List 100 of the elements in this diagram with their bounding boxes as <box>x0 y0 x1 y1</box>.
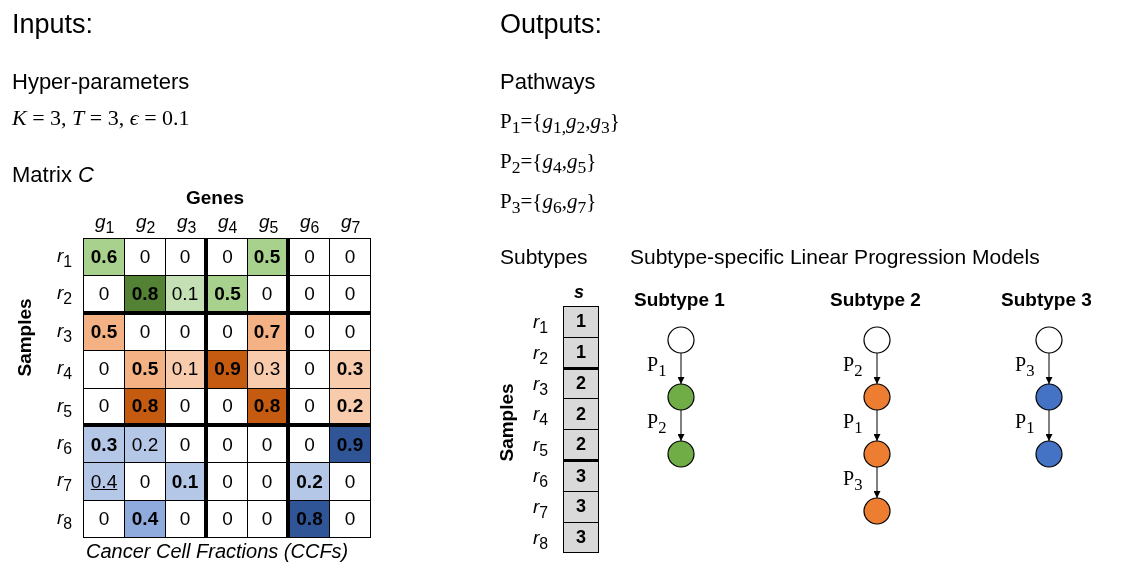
table-cell: 2 <box>563 429 599 461</box>
table-cell: 0.8 <box>288 499 330 539</box>
column-label: g$_{2}$ <box>136 212 156 237</box>
state-circle <box>1035 383 1063 411</box>
arrow <box>873 409 881 442</box>
table-cell: 0 <box>206 238 248 277</box>
table-cell: 0.1 <box>165 275 207 314</box>
arrow <box>873 352 881 385</box>
state-circle <box>1035 440 1063 468</box>
state-circle <box>1035 326 1063 354</box>
column-heading: Subtype 2 <box>830 290 921 311</box>
table-cell: 0 <box>247 425 289 464</box>
edge-label: P$_{3}$ <box>1015 352 1035 380</box>
table-cell: 0 <box>83 387 125 426</box>
section-subheading: Matrix C <box>12 163 94 188</box>
state-circle <box>863 326 891 354</box>
table-cell: 0.2 <box>288 462 330 501</box>
table-cell: 0.8 <box>124 275 166 314</box>
table-cell: 0.5 <box>83 312 125 352</box>
table-cell: 0 <box>206 312 248 352</box>
section-subheading: Hyper-parameters <box>12 70 190 95</box>
row-label: r$_{5}$ <box>533 435 549 460</box>
table-cell: 0 <box>83 499 125 539</box>
section-subheading: Subtype-specific Linear Progression Models <box>630 245 1040 269</box>
row-label: r$_{3}$ <box>57 320 73 345</box>
arrow <box>1045 409 1053 442</box>
table-cell: 0 <box>206 499 248 539</box>
edge-label: P$_{3}$ <box>843 466 863 494</box>
column-heading: Subtype 3 <box>1001 290 1092 311</box>
row-label: r$_{4}$ <box>533 404 549 429</box>
table-cell: 0.4 <box>124 499 166 539</box>
column-label: g$_{6}$ <box>300 212 320 237</box>
table-cell: 0 <box>288 387 330 426</box>
edge-label: P$_{1}$ <box>1015 409 1035 437</box>
formula-text: K = 3, T = 3, ϵ = 0.1 <box>12 106 190 131</box>
row-label: r$_{8}$ <box>57 507 73 532</box>
column-label: g$_{1}$ <box>95 212 115 237</box>
row-label: r$_{1}$ <box>533 312 549 337</box>
table-cell: 0.3 <box>83 425 125 464</box>
axis-title: Samples <box>14 298 36 377</box>
edge-label: P$_{1}$ <box>647 352 667 380</box>
state-circle <box>667 383 695 411</box>
column-label: g$_{4}$ <box>218 212 238 237</box>
table-cell: 2 <box>563 367 599 400</box>
table-cell: 2 <box>563 398 599 431</box>
section-subheading: Subtypes <box>500 245 588 269</box>
row-label: r$_{1}$ <box>57 246 73 271</box>
section-heading: Inputs: <box>12 10 94 40</box>
formula-text: P$_{1}$={g$_{1,}$g$_{2}$,g$_{3}$} <box>500 110 620 138</box>
table-cell: 0 <box>165 312 207 352</box>
table-cell: 0.6 <box>83 238 125 277</box>
table-cell: 3 <box>563 521 599 554</box>
table-cell: 3 <box>563 460 599 492</box>
table-cell: 0 <box>165 387 207 426</box>
column-label: g$_{7}$ <box>341 212 361 237</box>
row-label: r$_{4}$ <box>57 358 73 383</box>
table-cell: 0 <box>329 238 371 277</box>
table-cell: 1 <box>563 336 599 369</box>
arrow <box>677 409 685 442</box>
table-cell: 0 <box>83 275 125 314</box>
column-label: g$_{5}$ <box>259 212 279 237</box>
table-cell: 0 <box>247 275 289 314</box>
axis-title: Genes <box>186 188 245 209</box>
table-cell: 0 <box>247 499 289 539</box>
table-cell: 0 <box>288 275 330 314</box>
row-label: r$_{6}$ <box>533 466 549 491</box>
table-cell: 0.5 <box>124 350 166 389</box>
edge-label: P$_{2}$ <box>647 409 667 437</box>
axis-title: Samples <box>496 383 518 462</box>
table-cell: 0 <box>165 499 207 539</box>
table-cell: 0 <box>329 499 371 539</box>
table-cell: 0.8 <box>247 387 289 426</box>
table-cell: 0.1 <box>165 462 207 501</box>
row-label: r$_{8}$ <box>533 527 549 552</box>
table-cell: 0 <box>288 425 330 464</box>
table-cell: 0.4 <box>83 462 125 501</box>
section-subheading: Pathways <box>500 70 596 95</box>
table-cell: 0.2 <box>329 387 371 426</box>
edge-label: P$_{1}$ <box>843 409 863 437</box>
state-circle <box>667 440 695 468</box>
table-cell: 0.5 <box>206 275 248 314</box>
state-circle <box>863 383 891 411</box>
state-circle <box>863 440 891 468</box>
table-cell: 0.9 <box>206 350 248 389</box>
table-cell: 0 <box>165 425 207 464</box>
edge-label: P$_{2}$ <box>843 352 863 380</box>
section-heading: Outputs: <box>500 10 603 40</box>
table-cell: 0 <box>206 425 248 464</box>
row-label: r$_{2}$ <box>57 283 73 308</box>
row-label: r$_{2}$ <box>533 342 549 367</box>
table-cell: 0.9 <box>329 425 371 464</box>
table-cell: 0.7 <box>247 312 289 352</box>
row-label: r$_{5}$ <box>57 395 73 420</box>
table-cell: 0.2 <box>124 425 166 464</box>
table-cell: 3 <box>563 490 599 523</box>
formula-text: P$_{2}$={g$_{4}$,g$_{5}$} <box>500 150 597 178</box>
table-cell: 1 <box>563 306 599 338</box>
row-label: r$_{7}$ <box>57 470 73 495</box>
table-cell: 0.3 <box>329 350 371 389</box>
table-cell: 0 <box>288 238 330 277</box>
